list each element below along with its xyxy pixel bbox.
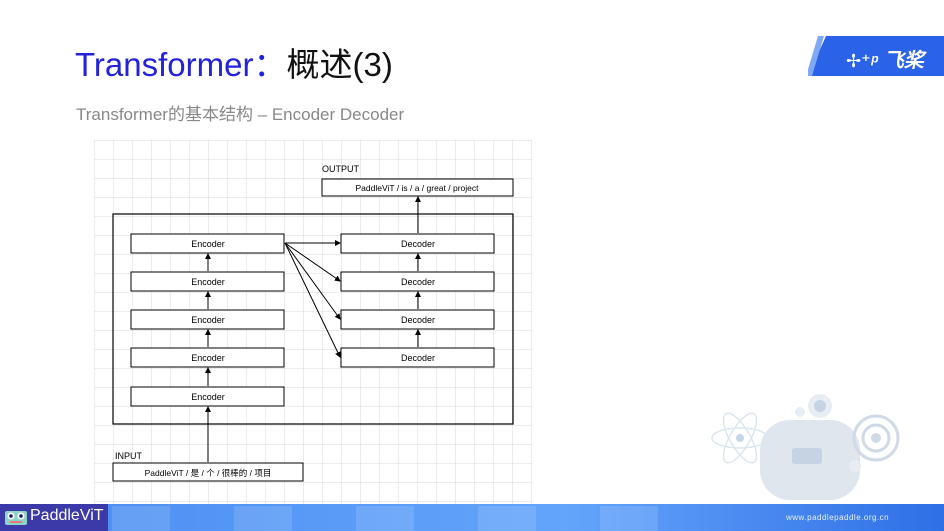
decoder-block-2: Decoder (340, 271, 495, 292)
encoder-label: Encoder (191, 392, 225, 402)
encoder-block-3: Encoder (130, 309, 285, 330)
decoder-block-3: Decoder (340, 309, 495, 330)
decoder-label: Decoder (401, 353, 435, 363)
output-text: PaddleViT / is / a / great / project (355, 183, 479, 193)
input-label: INPUT (115, 451, 143, 461)
footer-segment (234, 506, 292, 531)
output-label: OUTPUT (322, 164, 360, 174)
encoder-block-5: Encoder (130, 386, 285, 407)
encoder-block-1: Encoder (130, 233, 285, 254)
page-title: Transformer：概述(3) (75, 38, 393, 86)
title-en: Transformer： (75, 46, 287, 83)
robot-illustration (711, 394, 900, 500)
decoder-label: Decoder (401, 315, 435, 325)
logo-text: ✢⁺ᵖ 飞桨 (846, 50, 924, 72)
encoder-label: Encoder (191, 239, 225, 249)
footer-segment (600, 506, 658, 531)
title-zh: 概述(3) (286, 46, 393, 83)
decoder-block-4: Decoder (340, 347, 495, 368)
footer-brand: PaddleViT (30, 507, 104, 524)
footer-segment (356, 506, 414, 531)
encoder-label: Encoder (191, 353, 225, 363)
decoder-block-1: Decoder (340, 233, 495, 254)
transformer-container (112, 213, 514, 425)
paddlevit-logo-icon (5, 511, 27, 525)
input-box (112, 462, 304, 482)
paddlepaddle-logo (808, 36, 944, 76)
footer-segment (478, 506, 536, 531)
decoder-label: Decoder (401, 277, 435, 287)
decoder-label: Decoder (401, 239, 435, 249)
encoder-label: Encoder (191, 277, 225, 287)
cross-attention-arrows (284, 240, 341, 358)
footer-url[interactable]: www.paddlepaddle.org.cn (786, 513, 890, 522)
footer-segment (112, 506, 170, 531)
encoder-label: Encoder (191, 315, 225, 325)
encoder-block-2: Encoder (130, 271, 285, 292)
footer-bar (0, 504, 944, 531)
input-text: PaddleViT / 是 / 个 / 很棒的 / 项目 (145, 468, 272, 478)
encoder-block-4: Encoder (130, 347, 285, 368)
page-subtitle: Transformer的基本结构 – Encoder Decoder (76, 105, 405, 124)
